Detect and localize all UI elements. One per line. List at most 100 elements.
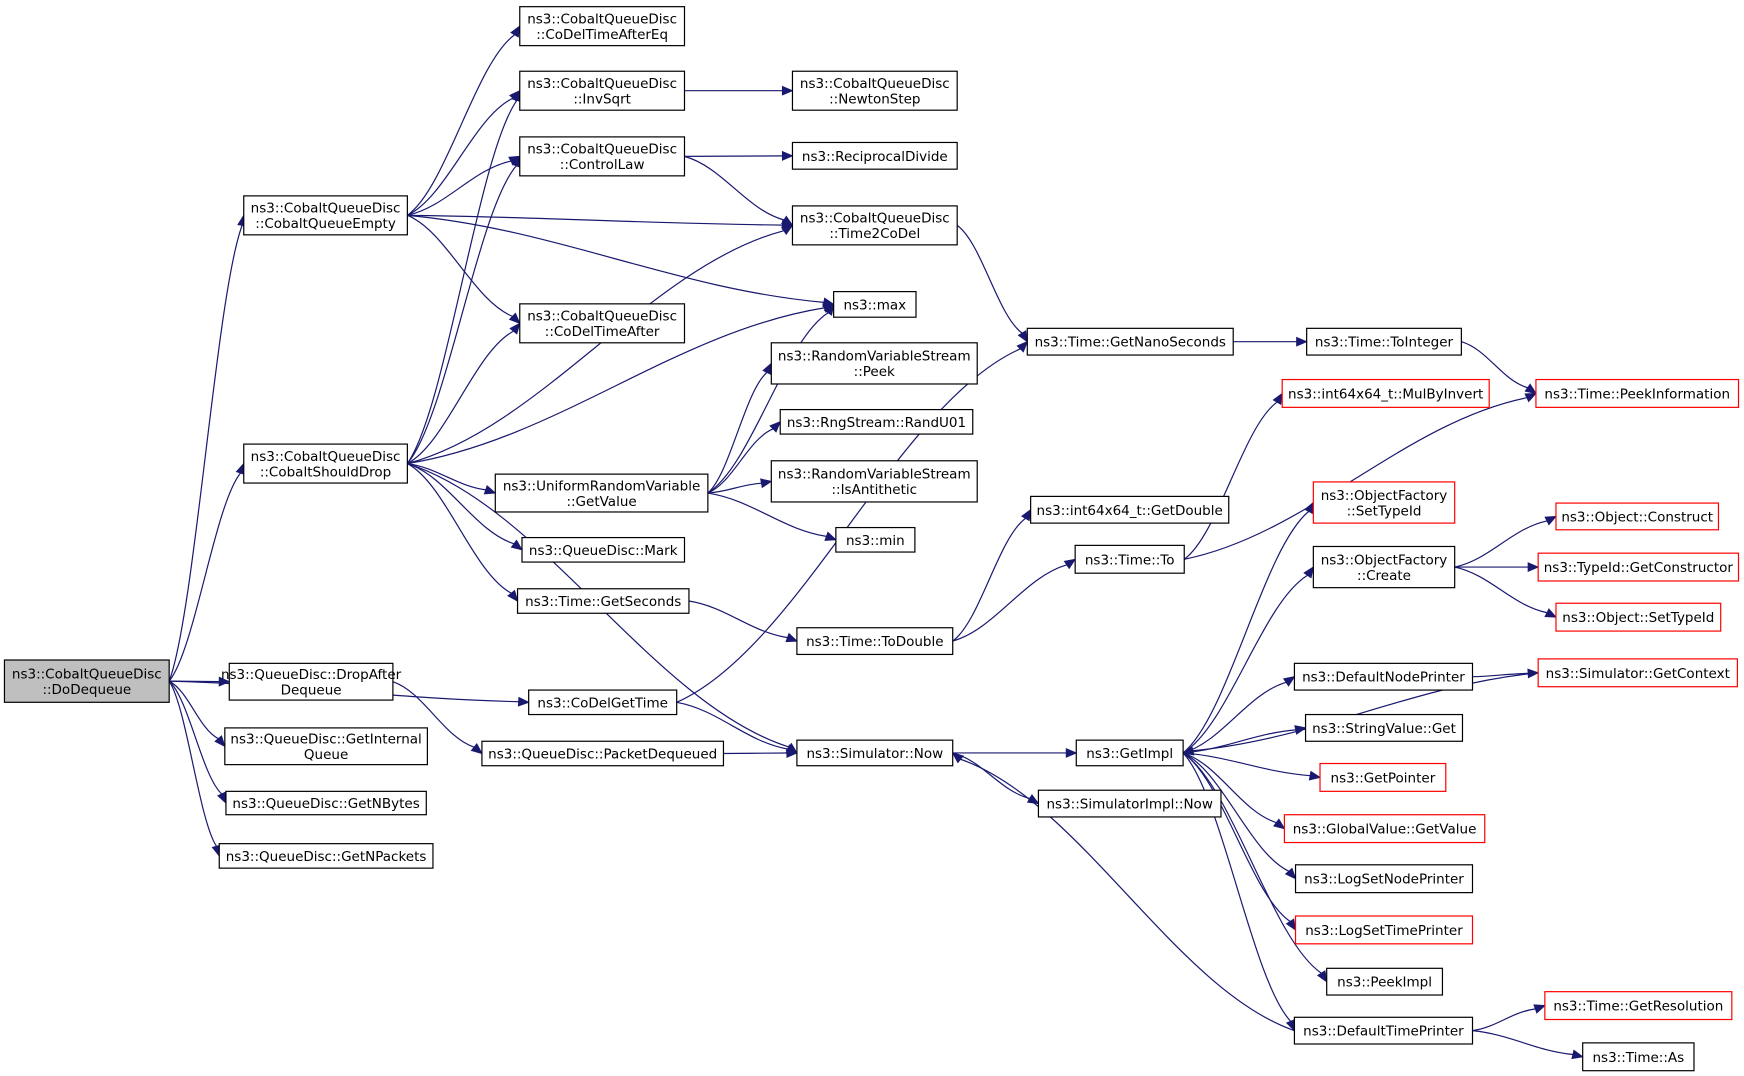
node-time2codel[interactable]: ns3::CobaltQueueDisc::Time2CoDel bbox=[791, 205, 958, 246]
node-getpointer[interactable]: ns3::GetPointer bbox=[1319, 762, 1447, 792]
edge-line bbox=[168, 680, 219, 740]
arrowhead bbox=[1527, 562, 1540, 573]
node-objsettypeid[interactable]: ns3::Object::SetTypeId bbox=[1555, 602, 1722, 632]
edge-line bbox=[684, 155, 783, 157]
node-label: ns3::Time::GetSeconds bbox=[525, 594, 681, 610]
node-box bbox=[1037, 789, 1222, 818]
node-label: ns3::UniformRandomVariable bbox=[503, 478, 701, 494]
node-box bbox=[833, 291, 917, 318]
node-label: ::CobaltShouldDrop bbox=[260, 464, 391, 480]
node-getconstructor[interactable]: ns3::TypeId::GetConstructor bbox=[1537, 552, 1740, 582]
edge-line bbox=[168, 472, 241, 682]
node-isantithetic[interactable]: ns3::RandomVariableStream::IsAntithetic bbox=[770, 460, 978, 503]
node-mark[interactable]: ns3::QueueDisc::Mark bbox=[521, 536, 686, 563]
edge-getimpl-to-globalvaluegetvalue bbox=[1182, 752, 1286, 830]
edge-line bbox=[688, 600, 788, 639]
node-label: ns3::max bbox=[843, 297, 906, 313]
node-box bbox=[1326, 967, 1444, 996]
node-uniformgetvalue[interactable]: ns3::UniformRandomVariable::GetValue bbox=[494, 473, 709, 513]
node-invsqrt[interactable]: ns3::CobaltQueueDisc::InvSqrt bbox=[519, 70, 686, 111]
node-cobaltqueueempty[interactable]: ns3::CobaltQueueDisc::CobaltQueueEmpty bbox=[243, 195, 408, 236]
edge-cobaltshoulddrop-to-time2codel bbox=[407, 224, 794, 465]
node-box bbox=[1319, 762, 1447, 792]
edge-line bbox=[707, 428, 774, 494]
node-ofcreate[interactable]: ns3::ObjectFactory::Create bbox=[1312, 545, 1456, 589]
edge-line bbox=[1183, 752, 1311, 777]
node-peekimpl[interactable]: ns3::PeekImpl bbox=[1326, 967, 1444, 996]
node-packetdequeued[interactable]: ns3::QueueDisc::PacketDequeued bbox=[481, 740, 725, 767]
node-logsetnodeprinter[interactable]: ns3::LogSetNodePrinter bbox=[1294, 864, 1474, 894]
edge-uniformgetvalue-to-peek bbox=[707, 362, 772, 494]
arrowhead bbox=[951, 752, 964, 764]
node-mulbyinvert[interactable]: ns3::int64x64_t::MulByInvert bbox=[1281, 378, 1490, 408]
node-defaultnodeprinter[interactable]: ns3::DefaultNodePrinter bbox=[1293, 662, 1474, 691]
node-peekinformation[interactable]: ns3::Time::PeekInformation bbox=[1535, 378, 1740, 408]
node-label: ns3::QueueDisc::GetNBytes bbox=[232, 796, 419, 812]
node-getimpl[interactable]: ns3::GetImpl bbox=[1075, 739, 1184, 767]
node-tointeger[interactable]: ns3::Time::ToInteger bbox=[1306, 327, 1462, 356]
node-box bbox=[1312, 481, 1456, 524]
node-codelgettime[interactable]: ns3::CoDelGetTime bbox=[528, 689, 678, 716]
node-getresolution[interactable]: ns3::Time::GetResolution bbox=[1544, 991, 1733, 1021]
node-box bbox=[243, 195, 408, 236]
edge-uniformgetvalue-to-max bbox=[707, 303, 835, 494]
edge-line bbox=[407, 214, 513, 317]
node-min[interactable]: ns3::min bbox=[835, 526, 916, 553]
node-label: ns3::CobaltQueueDisc bbox=[527, 309, 677, 325]
node-getnpackets[interactable]: ns3::QueueDisc::GetNPackets bbox=[218, 843, 434, 869]
edge-line bbox=[407, 214, 783, 226]
edge-cobaltqueueempty-to-max bbox=[407, 214, 835, 308]
node-getcontext[interactable]: ns3::Simulator::GetContext bbox=[1537, 658, 1738, 688]
edge-layer bbox=[168, 25, 1584, 1060]
node-codeltimeafter[interactable]: ns3::CobaltQueueDisc::CoDelTimeAfter bbox=[519, 303, 686, 344]
node-simnow[interactable]: ns3::Simulator::Now bbox=[796, 739, 954, 767]
node-objconstruct[interactable]: ns3::Object::Construct bbox=[1555, 502, 1720, 531]
edge-dropafterdequeue-to-packetdequeued bbox=[392, 681, 483, 755]
edge-line bbox=[1182, 752, 1322, 974]
edge-line bbox=[684, 155, 785, 221]
node-label: ns3::CobaltQueueDisc bbox=[12, 666, 162, 682]
arrowhead bbox=[1181, 745, 1195, 756]
node-getnanoseconds[interactable]: ns3::Time::GetNanoSeconds bbox=[1026, 327, 1234, 356]
node-peek[interactable]: ns3::RandomVariableStream::Peek bbox=[770, 342, 978, 385]
edge-line bbox=[1182, 752, 1292, 1022]
arrowhead bbox=[507, 589, 519, 603]
node-timeto[interactable]: ns3::Time::To bbox=[1074, 544, 1185, 574]
node-label: ns3::Time::GetNanoSeconds bbox=[1035, 335, 1226, 351]
node-box bbox=[796, 739, 954, 767]
edge-dodequeue-to-getinternalqueue bbox=[168, 680, 226, 748]
node-newtonstep[interactable]: ns3::CobaltQueueDisc::NewtonStep bbox=[791, 70, 958, 111]
node-codeltimeaftereq[interactable]: ns3::CobaltQueueDisc::CoDelTimeAfterEq bbox=[519, 6, 686, 47]
node-dodequeue[interactable]: ns3::CobaltQueueDisc::DoDequeue bbox=[3, 659, 170, 703]
node-logsettimeprinter[interactable]: ns3::LogSetTimePrinter bbox=[1294, 915, 1474, 945]
node-controllaw[interactable]: ns3::CobaltQueueDisc::ControlLaw bbox=[519, 136, 686, 177]
node-ofsettypeid[interactable]: ns3::ObjectFactory::SetTypeId bbox=[1312, 481, 1456, 524]
node-cobaltshoulddrop[interactable]: ns3::CobaltQueueDisc::CobaltShouldDrop bbox=[243, 443, 408, 484]
arrowhead bbox=[1065, 747, 1078, 758]
node-defaulttimeprinter[interactable]: ns3::DefaultTimePrinter bbox=[1293, 1016, 1474, 1045]
node-getdouble[interactable]: ns3::int64x64_t::GetDouble bbox=[1030, 495, 1230, 524]
node-getseconds[interactable]: ns3::Time::GetSeconds bbox=[516, 588, 690, 614]
node-randu01[interactable]: ns3::RngStream::RandU01 bbox=[779, 408, 974, 435]
node-box bbox=[1312, 545, 1456, 589]
edge-line bbox=[707, 312, 829, 494]
edge-cobaltshoulddrop-to-invsqrt bbox=[406, 89, 522, 464]
node-box bbox=[1294, 864, 1474, 894]
edge-getimpl-to-getpointer bbox=[1183, 752, 1322, 781]
node-stringvalueget[interactable]: ns3::StringValue::Get bbox=[1304, 713, 1464, 742]
node-reciprocaldivide[interactable]: ns3::ReciprocalDivide bbox=[791, 141, 958, 170]
node-todouble[interactable]: ns3::Time::ToDouble bbox=[796, 627, 954, 656]
node-max[interactable]: ns3::max bbox=[833, 291, 917, 318]
node-label: ::DoDequeue bbox=[42, 682, 131, 698]
node-timeas[interactable]: ns3::Time::As bbox=[1582, 1042, 1695, 1072]
edge-uniformgetvalue-to-randu01 bbox=[707, 420, 782, 494]
node-box bbox=[1555, 602, 1722, 632]
node-simimplnow[interactable]: ns3::SimulatorImpl::Now bbox=[1037, 789, 1222, 818]
node-label: ns3::CobaltQueueDisc bbox=[800, 76, 950, 92]
node-getnbytes[interactable]: ns3::QueueDisc::GetNBytes bbox=[225, 790, 427, 816]
node-box bbox=[218, 843, 434, 869]
node-label: Queue bbox=[304, 747, 348, 763]
node-globalvaluegetvalue[interactable]: ns3::GlobalValue::GetValue bbox=[1283, 814, 1486, 844]
